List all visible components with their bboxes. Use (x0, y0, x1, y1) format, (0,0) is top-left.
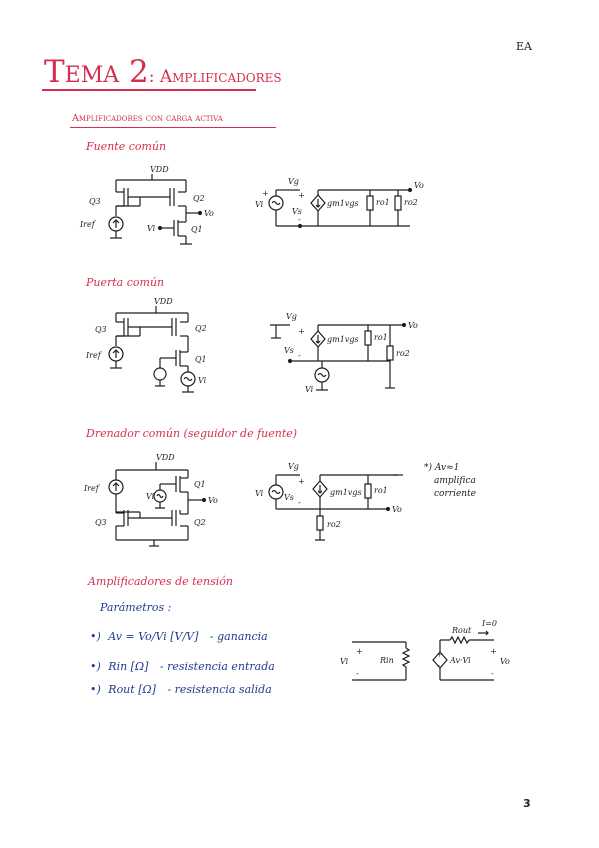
label-vi-3: Vi (146, 492, 155, 501)
page-title: Tema 2: Amplificadores (44, 54, 282, 90)
param-bullet: •) (90, 660, 101, 673)
label-ro2-2: ro2 (396, 349, 410, 358)
label-vo-3: Vo (208, 496, 218, 505)
param-row-rin: •) Rin [Ω] - resistencia entrada (90, 660, 275, 673)
subsection-heading-common-source: Fuente común (86, 140, 167, 153)
label-vi-model-2: Vi (305, 385, 314, 394)
label-gm-source-3: gm1vgs (330, 488, 362, 497)
label-vs: Vs (292, 207, 302, 216)
note-line-2: amplifica (434, 476, 476, 486)
label-ro1-2: ro1 (374, 333, 388, 342)
label-io: I=0 (481, 619, 497, 628)
label-vo-model-2: Vo (408, 321, 418, 330)
label-rout: Rout (451, 626, 472, 635)
common-drain-note: *) Av≈1 amplifica corriente (424, 462, 476, 501)
param-row-rout: •) Rout [Ω] - resistencia salida (90, 683, 272, 696)
svg-text:+: + (298, 327, 305, 336)
label-q1: Q1 (191, 225, 203, 234)
section-underline (70, 127, 276, 128)
label-ro2: ro2 (404, 198, 418, 207)
param-bullet: •) (90, 630, 101, 643)
label-vdd: VDD (150, 165, 169, 174)
title-sub: : Amplificadores (148, 67, 282, 87)
page-number: 3 (523, 797, 531, 810)
param-symbol: Av = Vo/Vi [V/V] (108, 630, 199, 643)
subsection-heading-voltage-amps: Amplificadores de tensión (88, 575, 234, 588)
title-underline (42, 89, 256, 91)
title-main: Tema 2 (44, 54, 149, 90)
svg-text:-: - (298, 215, 301, 224)
svg-text:-: - (298, 351, 301, 360)
param-row-gain: •) Av = Vo/Vi [V/V] - ganancia (90, 630, 268, 643)
svg-text:+: + (298, 477, 305, 486)
label-vo: Vo (204, 209, 214, 218)
label-ro1: ro1 (376, 198, 390, 207)
label-vdd-3: VDD (156, 453, 175, 462)
header-code: EA (516, 40, 532, 53)
label-vdd-2: VDD (154, 297, 173, 306)
label-ro2-3: ro2 (327, 520, 341, 529)
label-vi-amp: Vi (340, 657, 349, 666)
label-vg: Vg (288, 177, 299, 186)
section-heading-active-load: Amplificadores con carga activa (72, 113, 223, 124)
label-vs-2: Vs (284, 346, 294, 355)
subsection-heading-common-drain: Drenador común (seguidor de fuente) (86, 427, 298, 440)
svg-text:-: - (438, 662, 440, 669)
params-label: Parámetros : (100, 601, 172, 614)
label-vi-2: Vi (198, 376, 207, 385)
label-iref-2: Iref (85, 351, 103, 360)
label-q1-3: Q1 (194, 480, 206, 489)
param-desc: - ganancia (209, 630, 268, 643)
label-iref: Iref (79, 220, 97, 229)
subsection-heading-common-gate: Puerta común (86, 276, 165, 289)
label-q3-3: Q3 (95, 518, 107, 527)
label-vg-2: Vg (286, 312, 297, 321)
label-q3-2: Q3 (95, 325, 107, 334)
param-symbol: Rin [Ω] (108, 660, 149, 673)
param-symbol: Rout [Ω] (108, 683, 156, 696)
label-q1-2: Q1 (195, 355, 207, 364)
note-line-3: corriente (434, 489, 477, 499)
label-vi-model: Vi (255, 200, 264, 209)
label-vg-3: Vg (288, 462, 299, 471)
svg-text:+: + (490, 647, 497, 656)
note-line-1: *) Av≈1 (424, 463, 460, 473)
svg-text:-: - (298, 498, 301, 507)
label-vi-model-3: Vi (255, 489, 264, 498)
param-desc: - resistencia salida (167, 683, 272, 696)
svg-text:+: + (262, 189, 269, 198)
label-vi: Vi (147, 224, 156, 233)
label-q2-3: Q2 (194, 518, 206, 527)
label-rin: Rin (379, 656, 394, 665)
label-amp-src: Av·Vi (449, 656, 471, 665)
svg-text:+: + (298, 191, 305, 200)
label-vo-model: Vo (414, 181, 424, 190)
label-vs-3: Vs (284, 493, 294, 502)
label-ro1-3: ro1 (374, 486, 388, 495)
label-q3: Q3 (89, 197, 101, 206)
label-vo-amp: Vo (500, 657, 510, 666)
label-iref-3: Iref (83, 484, 101, 493)
param-desc: - resistencia entrada (159, 660, 275, 673)
label-vo-model-3: Vo (392, 505, 402, 514)
svg-text:+: + (437, 652, 442, 659)
label-gm-source-2: gm1vgs (327, 335, 359, 344)
svg-text:+: + (356, 647, 363, 656)
svg-text:-: - (356, 669, 359, 678)
label-gm-source: gm1vgs (327, 199, 359, 208)
label-q2: Q2 (193, 194, 205, 203)
svg-text:-: - (491, 669, 494, 678)
param-bullet: •) (90, 683, 101, 696)
label-q2-2: Q2 (195, 324, 207, 333)
